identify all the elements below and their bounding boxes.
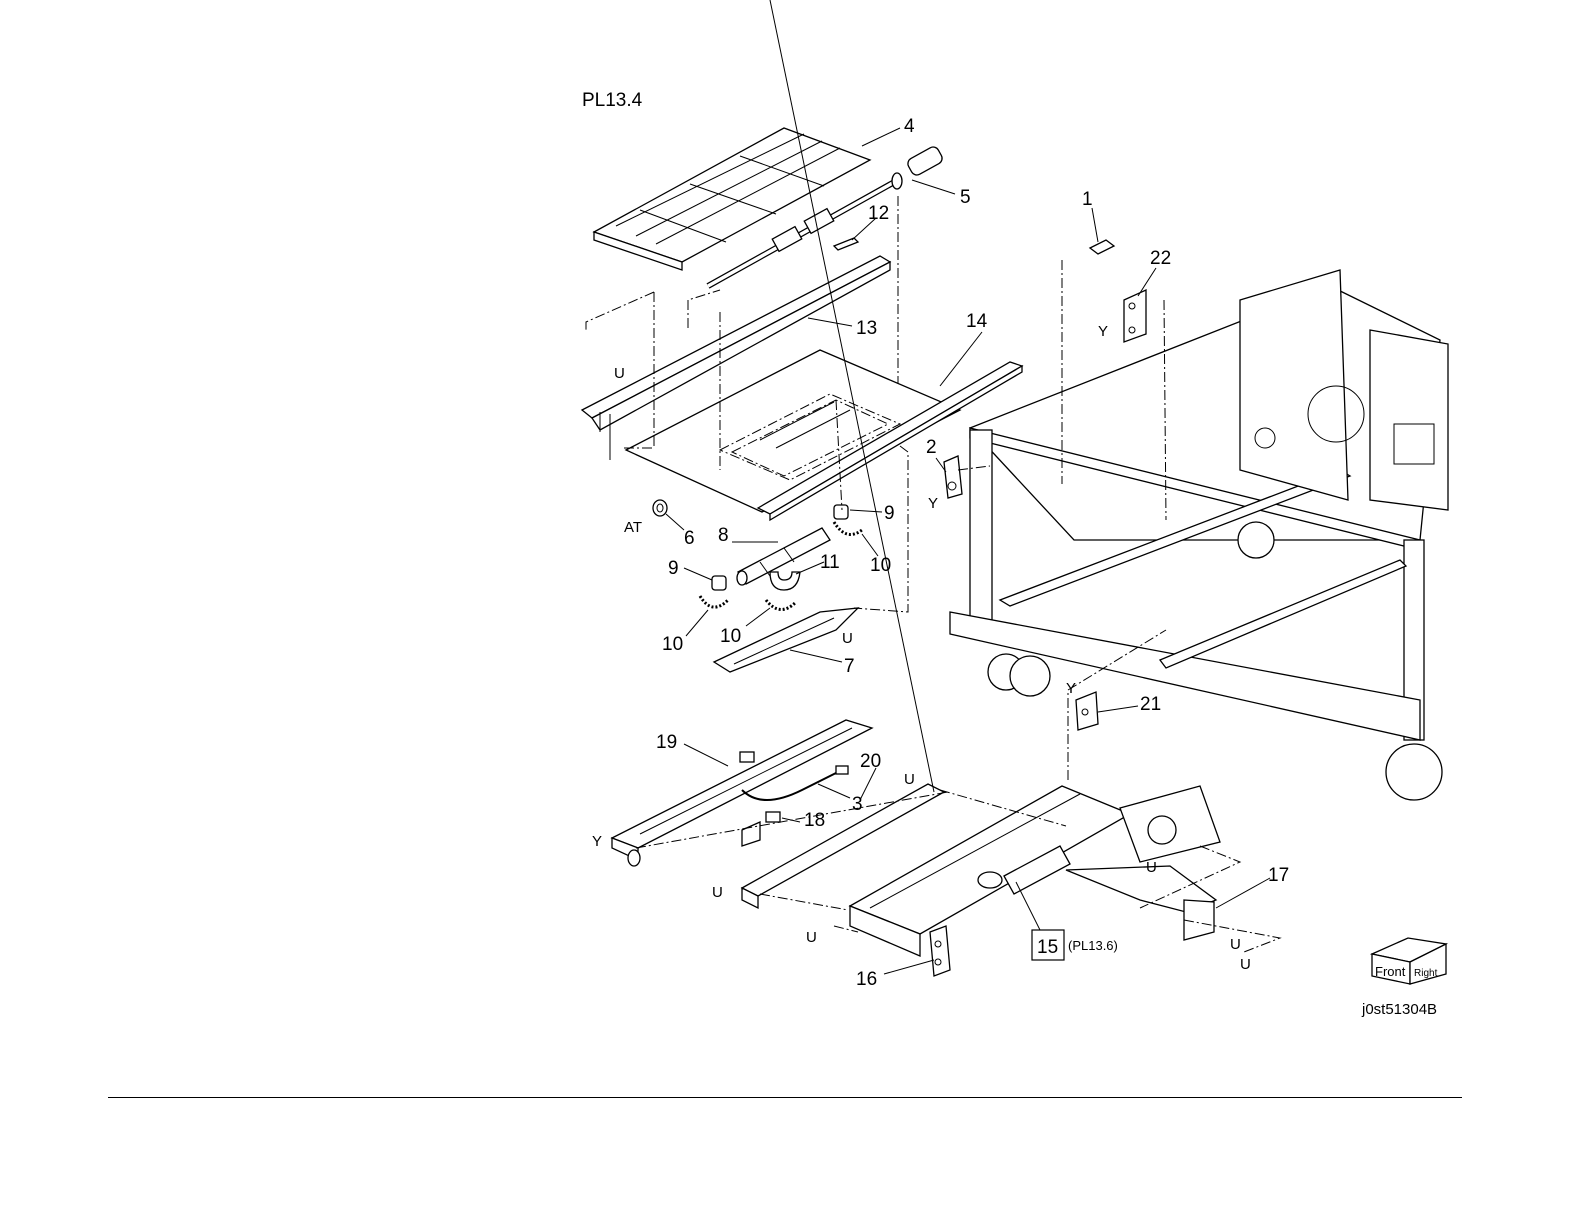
main-frame xyxy=(950,270,1448,800)
part-12-clip xyxy=(834,238,858,250)
fastener-mark-u: U xyxy=(712,884,723,901)
callout-13: 13 xyxy=(856,318,877,339)
figure-code: j0st51304B xyxy=(1362,1001,1437,1018)
cube-right-label: Right xyxy=(1414,968,1438,979)
fastener-mark-u: U xyxy=(614,365,625,382)
fastener-mark-u: U xyxy=(1230,936,1241,953)
callout-21: 21 xyxy=(1140,694,1161,715)
fastener-mark-y: Y xyxy=(928,495,938,512)
fastener-mark-u: U xyxy=(1146,859,1157,876)
fastener-mark-y: Y xyxy=(592,833,602,850)
part-4-tray xyxy=(594,128,870,270)
callout-19: 19 xyxy=(656,732,677,753)
orientation-cube: Front Right xyxy=(1372,938,1446,984)
callout-11: 11 xyxy=(820,552,840,573)
callout-9-right: 9 xyxy=(884,503,895,524)
part-9-bearing-left xyxy=(712,576,726,590)
cube-front-label: Front xyxy=(1375,964,1406,979)
fastener-mark-at: AT xyxy=(624,519,642,536)
part-2-bracket xyxy=(944,456,962,498)
callout-8: 8 xyxy=(718,525,729,546)
callout-5: 5 xyxy=(960,187,971,208)
callout-14: 14 xyxy=(966,311,988,332)
part-16-bracket xyxy=(930,926,950,976)
callout-2: 2 xyxy=(926,437,937,458)
part-17-plate xyxy=(1066,866,1216,940)
part-10-spring-bottom xyxy=(766,600,796,610)
callout-7: 7 xyxy=(844,656,855,677)
callout-12: 12 xyxy=(868,203,889,224)
part-10-spring-left xyxy=(700,596,728,607)
part-8-roller xyxy=(737,528,830,585)
fastener-mark-u: U xyxy=(1240,956,1251,973)
cross-reference-pl13-6: (PL13.6) xyxy=(1068,938,1118,953)
footer-divider xyxy=(108,1097,1462,1098)
part-15-callout: 15 (PL13.6) xyxy=(1032,930,1118,960)
part-10-spring-right xyxy=(834,522,862,535)
part-21-bracket xyxy=(1076,692,1098,730)
fastener-mark-y: Y xyxy=(1066,680,1076,697)
fastener-mark-u: U xyxy=(904,771,915,788)
callout-4: 4 xyxy=(904,116,915,137)
callout-15: 15 xyxy=(1037,937,1058,958)
part-22-bracket xyxy=(1124,290,1146,342)
callout-22: 22 xyxy=(1150,248,1171,269)
part-18-connector xyxy=(742,812,780,846)
callout-20: 20 xyxy=(860,751,881,772)
callout-17: 17 xyxy=(1268,865,1289,886)
callout-6: 6 xyxy=(684,528,695,549)
callout-1: 1 xyxy=(1082,189,1093,210)
part-11-holder xyxy=(770,572,800,590)
part-9-bearing-right xyxy=(834,505,848,519)
callout-10-bottom: 10 xyxy=(720,626,741,647)
callout-16: 16 xyxy=(856,969,877,990)
fastener-mark-y: Y xyxy=(1098,323,1108,340)
part-1-block xyxy=(1090,240,1114,254)
fastener-mark-u: U xyxy=(842,630,853,647)
callout-10-left: 10 xyxy=(662,634,683,655)
callout-9-left: 9 xyxy=(668,558,679,579)
callout-3: 3 xyxy=(852,794,863,815)
fastener-mark-u: U xyxy=(806,929,817,946)
callout-10-right: 10 xyxy=(870,555,891,576)
part-6-bearing xyxy=(653,500,667,516)
callout-18: 18 xyxy=(804,810,825,831)
